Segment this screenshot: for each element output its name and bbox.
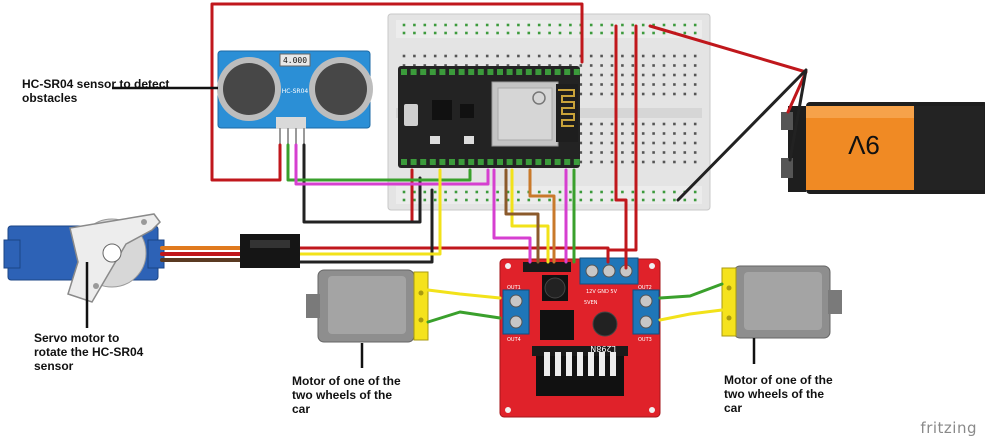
label-motor-right: Motor of one of the two wheels of the ca… [724, 373, 833, 415]
driver-power-text: 12V GND 5V [586, 289, 618, 295]
battery-9v: 9V [781, 102, 985, 194]
sensor-display-text: 4.000 [283, 56, 307, 65]
hc-sr04-sensor: 4.000 HC-SR04 [217, 50, 373, 145]
wire-green-trig [286, 143, 472, 182]
wire-green-motor-right [658, 282, 724, 300]
wire-brown-in [504, 168, 540, 264]
wire-black-battery [676, 68, 808, 202]
driver-5ven-text: 5VEN [584, 300, 598, 306]
driver-model-text: L298N [590, 344, 616, 353]
wire-green-motor-left [426, 310, 502, 324]
driver-out1-text: OUT1 [507, 285, 521, 291]
wire-red-rail-1 [607, 24, 638, 252]
label-servo: Servo motor to rotate the HC-SR04 sensor [34, 331, 144, 373]
wires [160, 2, 808, 324]
driver-out3-text: OUT3 [638, 337, 652, 343]
motor-right [721, 265, 842, 339]
sensor-model-text: HC-SR04 [282, 88, 309, 95]
wire-magenta-in2 [492, 168, 532, 264]
driver-out2-text: OUT2 [638, 285, 652, 291]
servo-motor [3, 213, 165, 303]
label-hc-sr04: HC-SR04 sensor to detect obstacles [22, 77, 170, 105]
driver-out4-text: OUT4 [507, 337, 521, 343]
wire-red-sensor-vcc [210, 2, 584, 182]
fritzing-watermark: fritzing [920, 419, 977, 437]
servo-connector [240, 234, 300, 268]
wire-yellow-motor-left [426, 288, 502, 300]
wire-red-servo-vcc [298, 246, 610, 264]
wire-yellow-servo-sig [298, 168, 442, 256]
wire-yellow-in [510, 168, 550, 264]
wire-magenta-echo [294, 143, 490, 186]
wire-yellow-motor-right [658, 308, 724, 322]
esp32-board [398, 66, 580, 168]
wire-red-breadboard-driver [614, 24, 628, 270]
wire-black-servo-gnd [298, 188, 434, 264]
wire-orange-in [528, 168, 556, 264]
label-motor-left: Motor of one of the two wheels of the ca… [292, 374, 401, 416]
callout-lines [85, 86, 756, 368]
battery-voltage-text: 9V [847, 130, 879, 160]
motor-left [306, 269, 429, 343]
l298n-driver: OUT1 OUT2 OUT3 OUT4 12V GND 5V 5VEN L298… [499, 257, 661, 418]
